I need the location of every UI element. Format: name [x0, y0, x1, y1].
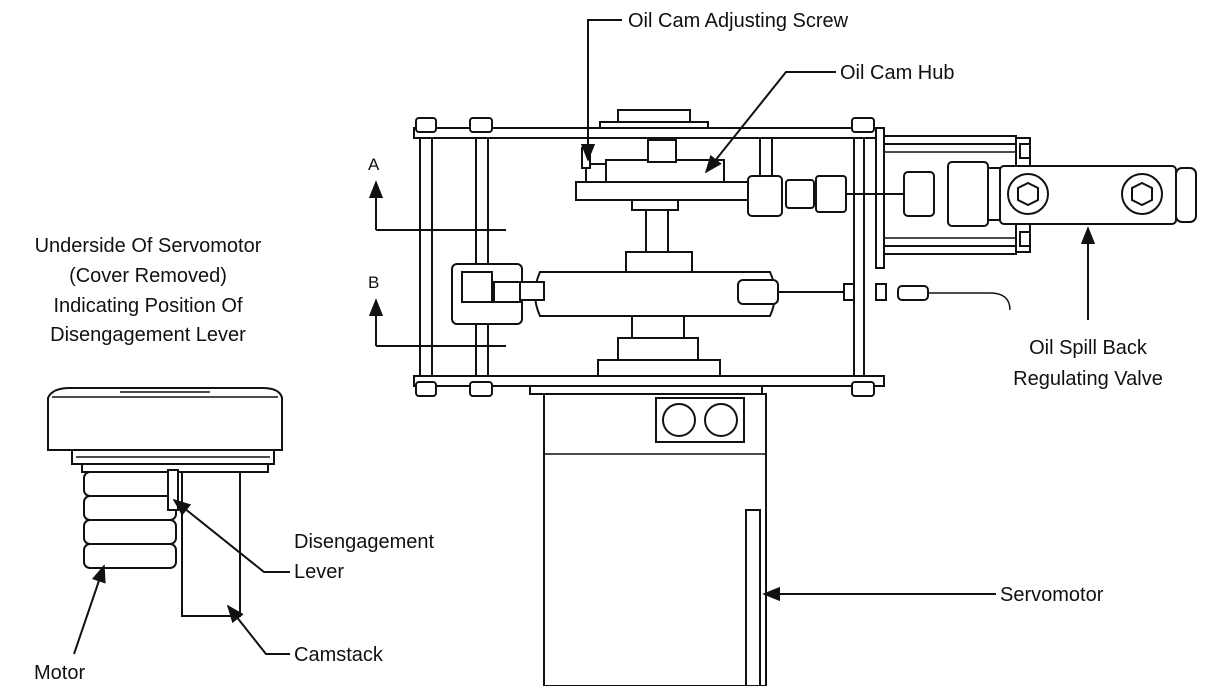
oil-spill-back-label-line2: Regulating Valve — [1013, 368, 1163, 390]
disengagement-lever-label-line2: Lever — [294, 561, 344, 583]
underside-caption-line4: Disengagement Lever — [50, 324, 246, 346]
section-marks: A B — [368, 155, 506, 347]
motor-label: Motor — [34, 662, 85, 684]
oil-spill-back-label-line1: Oil Spill Back — [1029, 337, 1148, 359]
camstack-label: Camstack — [294, 644, 384, 666]
underside-caption-line2: (Cover Removed) — [69, 265, 227, 287]
oil-cam-hub-label: Oil Cam Hub — [840, 62, 954, 84]
disengagement-lever-label-line1: Disengagement — [294, 531, 435, 553]
underside-servomotor-drawing — [47, 387, 283, 617]
underside-caption-line3: Indicating Position Of — [54, 295, 243, 317]
callouts: Oil Cam Adjusting Screw Oil Cam Hub Oil … — [34, 10, 1163, 684]
underside-caption-line1: Underside Of Servomotor — [35, 235, 262, 257]
oil-cam-adjusting-screw-label: Oil Cam Adjusting Screw — [628, 10, 849, 32]
section-a-label: A — [368, 155, 380, 174]
section-b-label: B — [368, 273, 379, 292]
main-assembly-drawing — [413, 109, 1197, 686]
servomotor-label: Servomotor — [1000, 584, 1104, 606]
